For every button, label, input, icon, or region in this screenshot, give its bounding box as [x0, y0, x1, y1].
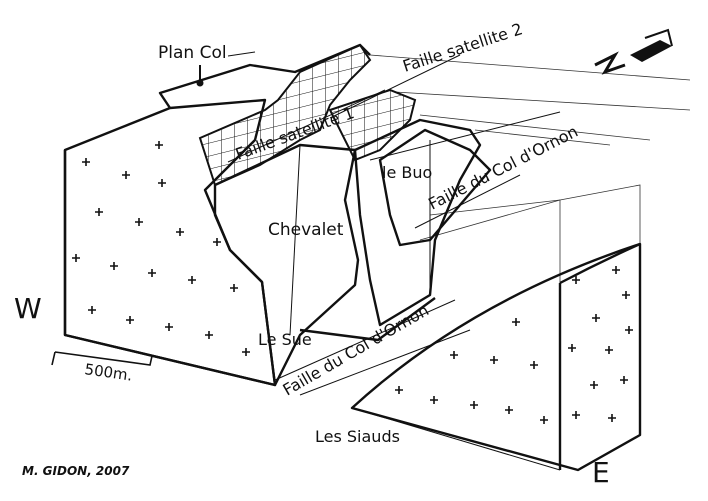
plan-col-marker	[196, 51, 256, 87]
scale-bar	[51, 351, 153, 366]
chevalet-compartment	[213, 143, 360, 387]
east-block-outline	[369, 54, 691, 469]
fault-traces	[227, 54, 561, 396]
north-arrow-icon	[594, 28, 673, 75]
label-plan-col: Plan Col	[158, 43, 227, 63]
label-les-siauds: Les Siauds	[315, 427, 400, 446]
label-le-sue: Le Sue	[258, 330, 312, 349]
east-basement-block	[350, 242, 642, 472]
label-west: W	[14, 292, 42, 325]
label-chevalet: Chevalet	[268, 220, 344, 240]
label-faille-satellite-2-text: Faille satellite 2	[400, 19, 525, 76]
label-east: E	[592, 456, 610, 489]
crystalline-crosses	[72, 141, 633, 424]
label-faille-col-ornon-lower: Faille du Col d'Ornon	[280, 300, 433, 399]
label-credit: M. GIDON, 2007	[22, 464, 130, 478]
label-faille-satellite-2: Faille satellite 2	[400, 19, 525, 76]
label-faille-col-ornon-upper: Faille du Col d'Ornon	[425, 122, 581, 214]
label-le-buo: le Buo	[382, 163, 432, 182]
label-scale: 500m.	[83, 360, 133, 385]
